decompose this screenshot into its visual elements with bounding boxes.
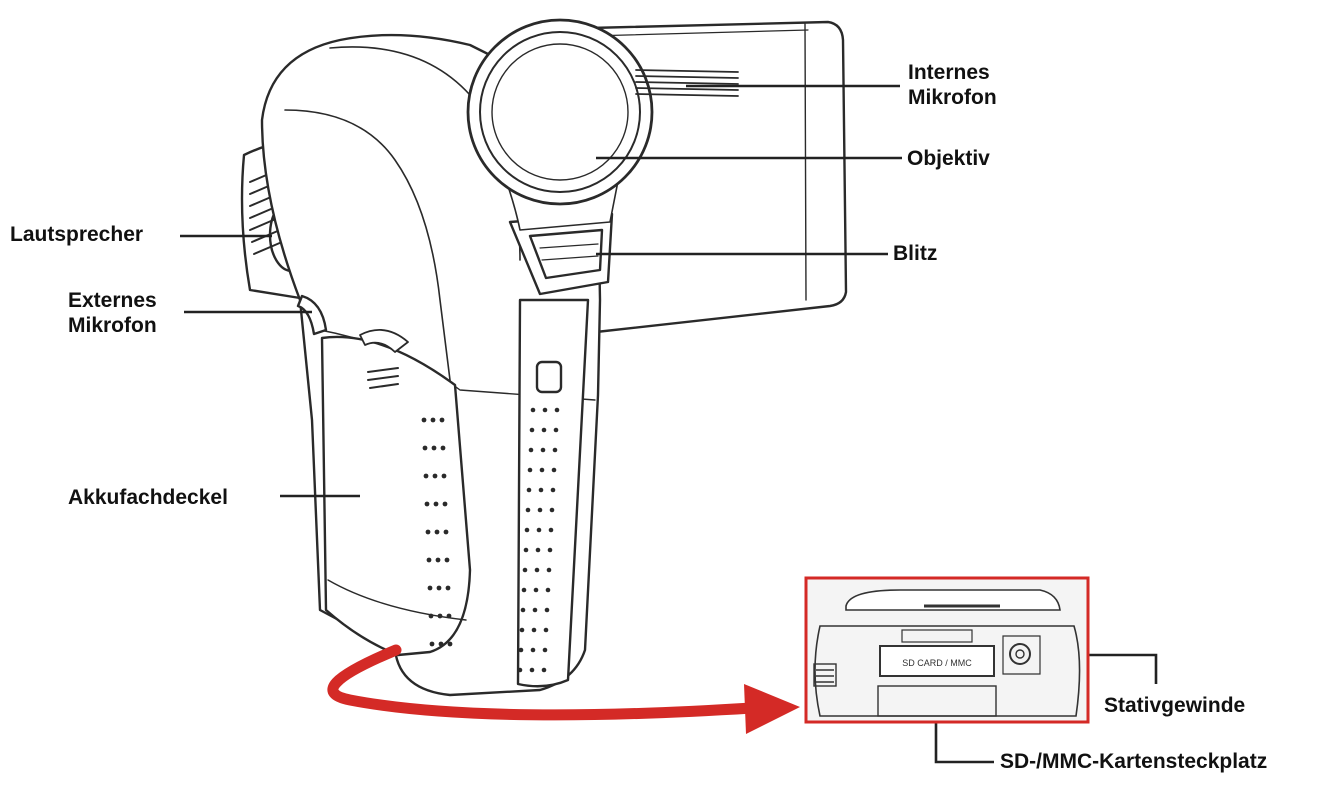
red-arrow <box>327 644 800 734</box>
label-tripod-socket: Stativgewinde <box>1104 694 1246 717</box>
label-lens: Objektiv <box>907 147 990 170</box>
label-external-mic-line2: Mikrofon <box>68 314 157 337</box>
external-mic-jack <box>296 294 328 336</box>
battery-cover-dots <box>421 417 453 647</box>
label-external-mic-line1: Externes <box>68 289 157 312</box>
label-flash: Blitz <box>893 242 938 265</box>
flash-housing <box>508 212 614 296</box>
internal-mic-grille <box>635 69 739 97</box>
battery-cover <box>320 328 472 657</box>
leader-lines <box>180 84 1158 764</box>
label-battery-cover: Akkufachdeckel <box>68 486 228 509</box>
label-internal-mic-line2: Mikrofon <box>908 86 997 109</box>
label-speaker: Lautsprecher <box>10 223 144 246</box>
battery-cover-vent <box>367 367 399 389</box>
label-internal-mic-line1: Internes <box>908 61 990 84</box>
label-card-slot: SD-/MMC-Kartensteckplatz <box>1000 750 1268 773</box>
slot-marking: SD CARD / MMC <box>902 658 972 668</box>
label-internal-mic: Internes Mikrofon <box>908 60 997 110</box>
label-external-mic: Externes Mikrofon <box>68 288 157 338</box>
inset-bottom-view: SD CARD / MMC <box>804 576 1090 724</box>
grip-dots <box>517 407 560 673</box>
